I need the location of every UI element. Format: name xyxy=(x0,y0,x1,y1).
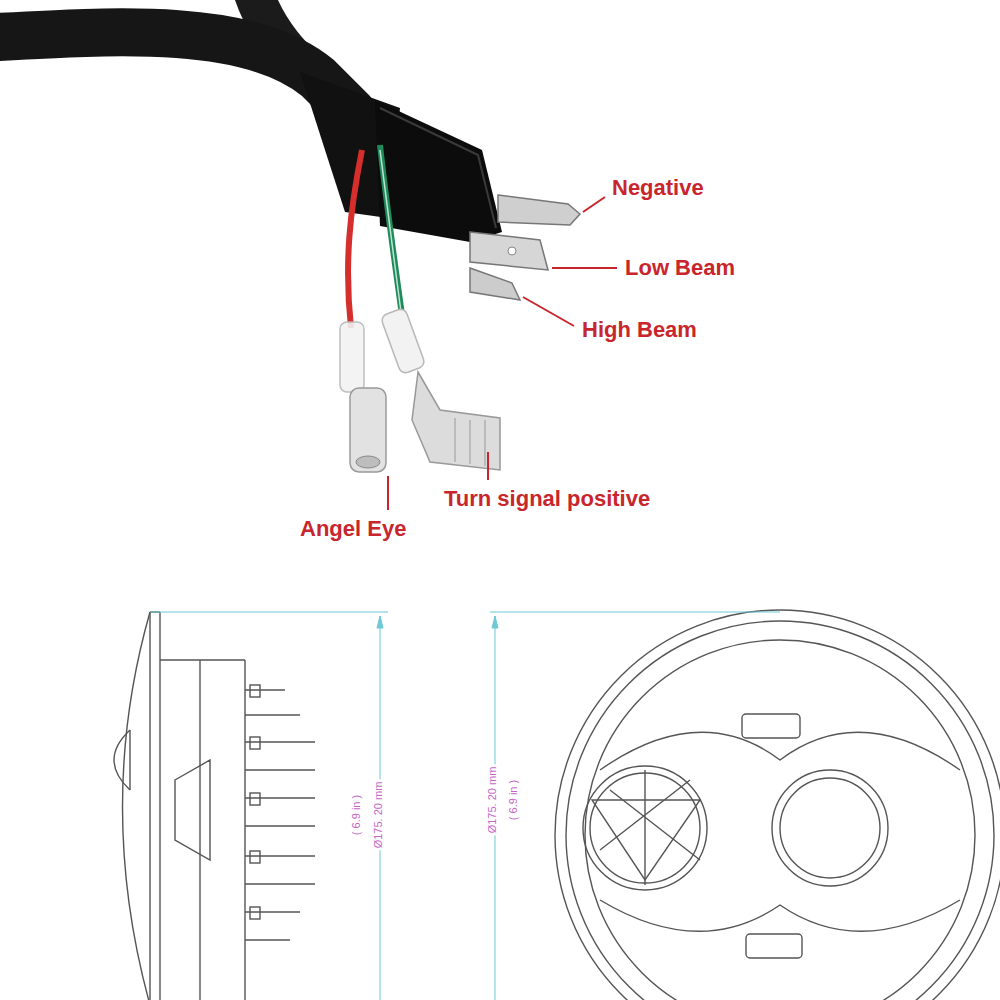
wires-part xyxy=(348,150,362,328)
front-view-drawing-part xyxy=(566,621,994,1000)
terminal-tabs-part xyxy=(508,247,516,255)
terminal-tabs-part xyxy=(498,195,580,225)
front-view-drawing-part xyxy=(772,770,888,886)
side-view-drawing-part xyxy=(199,660,200,1000)
callout-label: Negative xyxy=(612,176,704,200)
front-view-drawing-part xyxy=(585,640,975,1000)
front-view-drawing-part xyxy=(555,610,1000,1000)
plug-boot xyxy=(300,72,502,242)
wire-connectors-part xyxy=(485,420,486,466)
callout-label: High Beam xyxy=(582,318,697,342)
front-view-drawing-part xyxy=(742,714,800,738)
side-view-drawing-part xyxy=(175,760,210,860)
plug-boot-part xyxy=(375,100,502,242)
side-view-drawing-part xyxy=(250,793,260,805)
wire-connectors-part xyxy=(470,420,471,464)
dimension-lines-part xyxy=(377,616,383,628)
terminal-tabs-part xyxy=(470,232,548,270)
callout-label: Low Beam xyxy=(625,256,735,280)
front-view-drawing-part xyxy=(600,770,700,885)
dimension-text: ( 6.9 in ) xyxy=(507,778,520,822)
wires-part xyxy=(380,150,401,312)
front-view-drawing-part xyxy=(592,800,700,880)
side-view-drawing-part xyxy=(245,797,315,798)
side-view-drawing-part xyxy=(250,907,260,919)
leader-lines-part xyxy=(552,267,617,269)
cable xyxy=(0,0,352,112)
dimension-text: Ø175. 20 mm xyxy=(486,765,499,836)
front-view-drawing xyxy=(555,610,1000,1000)
plug-boot-part xyxy=(380,108,496,228)
side-view-drawing-part xyxy=(245,741,315,742)
wire-connectors-part xyxy=(350,388,386,472)
front-view-drawing-part xyxy=(583,766,707,890)
side-view-drawing-part xyxy=(245,911,300,912)
side-view-drawing-part xyxy=(114,730,130,790)
side-view-drawing-part xyxy=(149,612,150,1000)
wire-connectors-part xyxy=(455,418,456,462)
side-view-drawing-part xyxy=(250,737,260,749)
side-view-drawing-part xyxy=(245,825,315,826)
side-view-drawing-part xyxy=(245,714,300,715)
callout-label: Turn signal positive xyxy=(444,487,650,511)
front-view-drawing-part xyxy=(780,778,880,878)
side-view-drawing-part xyxy=(160,659,245,660)
dimension-text: ( 6.9 in ) xyxy=(350,793,363,837)
side-view-drawing-part xyxy=(245,769,315,770)
side-view-drawing xyxy=(114,612,315,1000)
callout-label: Angel Eye xyxy=(300,517,406,541)
wire-connectors-part xyxy=(340,322,364,392)
terminal-tabs-part xyxy=(470,268,520,300)
side-view-drawing-part xyxy=(245,939,290,940)
dimension-text: Ø175. 20 mm xyxy=(372,780,385,851)
terminal-tabs xyxy=(470,195,580,300)
dimension-lines-part xyxy=(490,612,780,613)
wire-connectors-part xyxy=(380,307,426,374)
wire-connectors xyxy=(340,307,500,472)
side-view-drawing-part xyxy=(245,883,315,884)
front-view-drawing-part xyxy=(746,934,802,958)
leader-lines-part xyxy=(487,452,489,480)
side-view-drawing-part xyxy=(244,660,245,1000)
front-view-drawing-part xyxy=(600,900,960,931)
leader-lines-part xyxy=(523,297,574,326)
side-view-drawing-part xyxy=(123,612,151,1000)
side-view-drawing-part xyxy=(129,730,130,790)
side-view-drawing-part xyxy=(245,855,315,856)
leader-lines-part xyxy=(583,197,605,212)
wire-connectors-part xyxy=(412,372,500,470)
side-view-drawing-part xyxy=(245,689,285,690)
wires-part xyxy=(380,145,402,315)
wires xyxy=(348,145,402,328)
dimension-lines-part xyxy=(150,612,388,613)
side-view-drawing-part xyxy=(250,851,260,863)
dimension-lines xyxy=(150,612,780,1000)
cable-part xyxy=(0,32,352,112)
wire-connectors-part xyxy=(356,456,380,468)
leader-lines xyxy=(388,197,617,510)
side-view-drawing-part xyxy=(250,685,260,697)
side-view-drawing-part xyxy=(159,612,160,1000)
leader-lines-part xyxy=(387,476,389,510)
dimension-lines-part xyxy=(492,616,498,628)
